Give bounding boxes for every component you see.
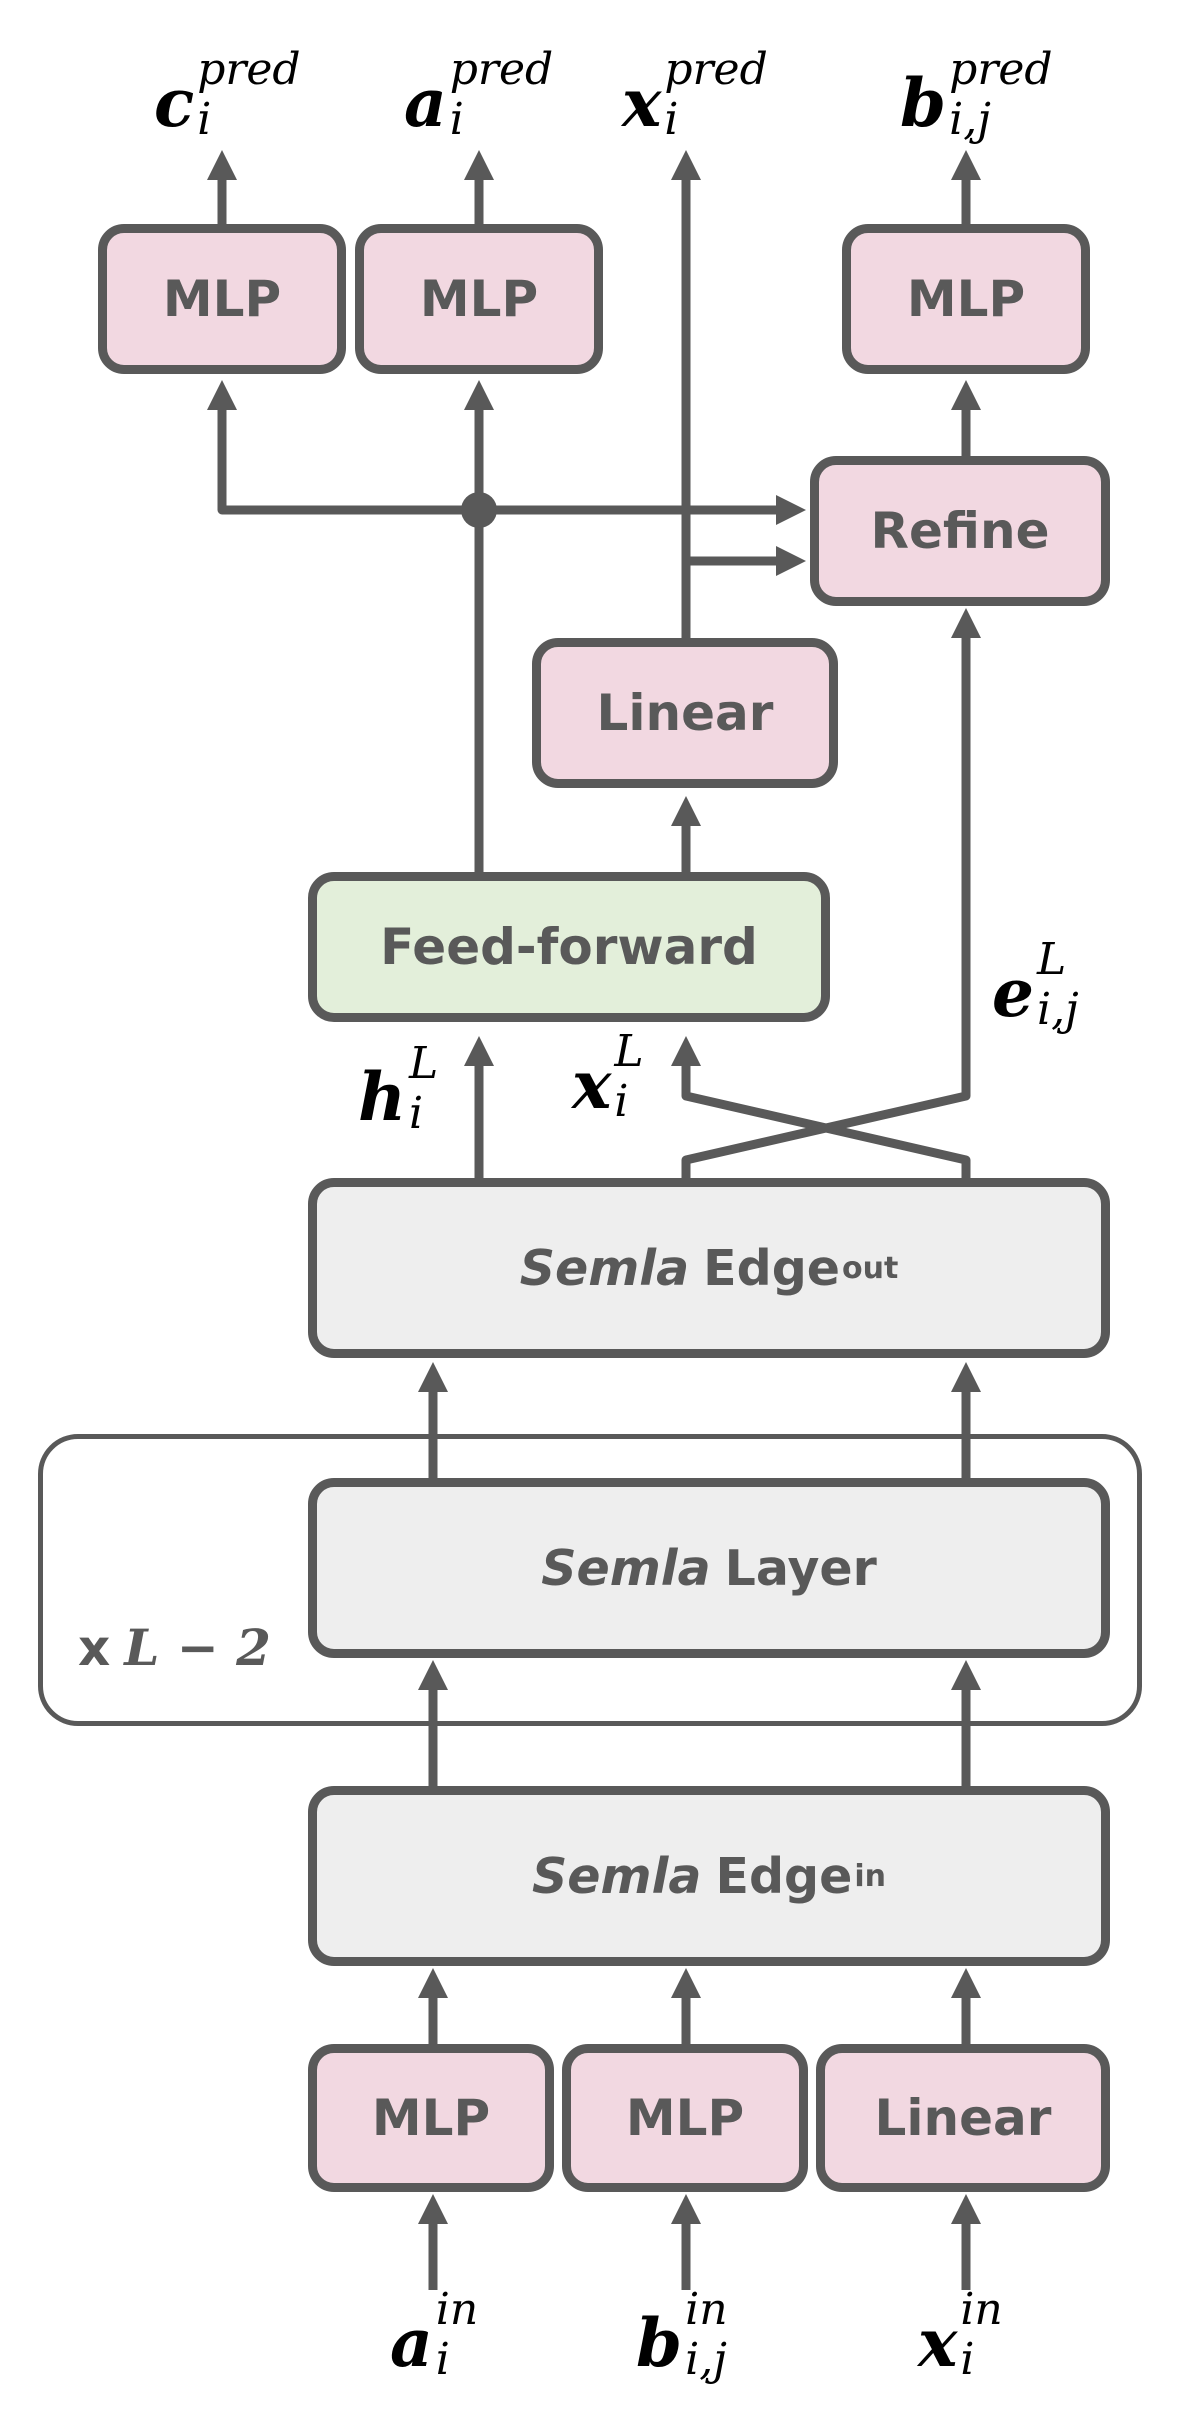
mlp-a-box: MLP — [355, 224, 603, 374]
junction-dot — [461, 492, 497, 528]
semla-edge-out-name: Semla — [519, 1239, 690, 1297]
mlp-c-box: MLP — [98, 224, 346, 374]
mlp-b-out-box: MLP — [842, 224, 1090, 374]
wire-x-cross — [671, 1036, 971, 1178]
semla-layer-word: Layer — [724, 1539, 877, 1597]
repeat-prefix: x — [78, 1619, 111, 1677]
linear-in-box: Linear — [816, 2044, 1110, 2192]
repeat-group-box — [38, 1434, 1142, 1726]
semla-edge-out-sub: out — [842, 1250, 899, 1286]
feed-forward-box: Feed-forward — [308, 872, 830, 1022]
refine-box: Refine — [810, 456, 1110, 606]
semla-edge-in-word: Edge — [715, 1847, 853, 1905]
mlp-b-in-box: MLP — [562, 2044, 808, 2192]
semla-edge-out-word: Edge — [703, 1239, 840, 1297]
semla-edge-in-name: Semla — [532, 1847, 702, 1905]
semla-edge-in-sub: in — [854, 1858, 886, 1894]
linear-top-box: Linear — [532, 638, 838, 788]
wire-e-cross — [681, 608, 981, 1178]
mlp-a-in-box: MLP — [308, 2044, 554, 2192]
repeat-expr: L − 2 — [124, 1618, 271, 1677]
wire-junction-to-mlp-c — [207, 380, 479, 515]
semla-layer-name: Semla — [541, 1539, 711, 1597]
